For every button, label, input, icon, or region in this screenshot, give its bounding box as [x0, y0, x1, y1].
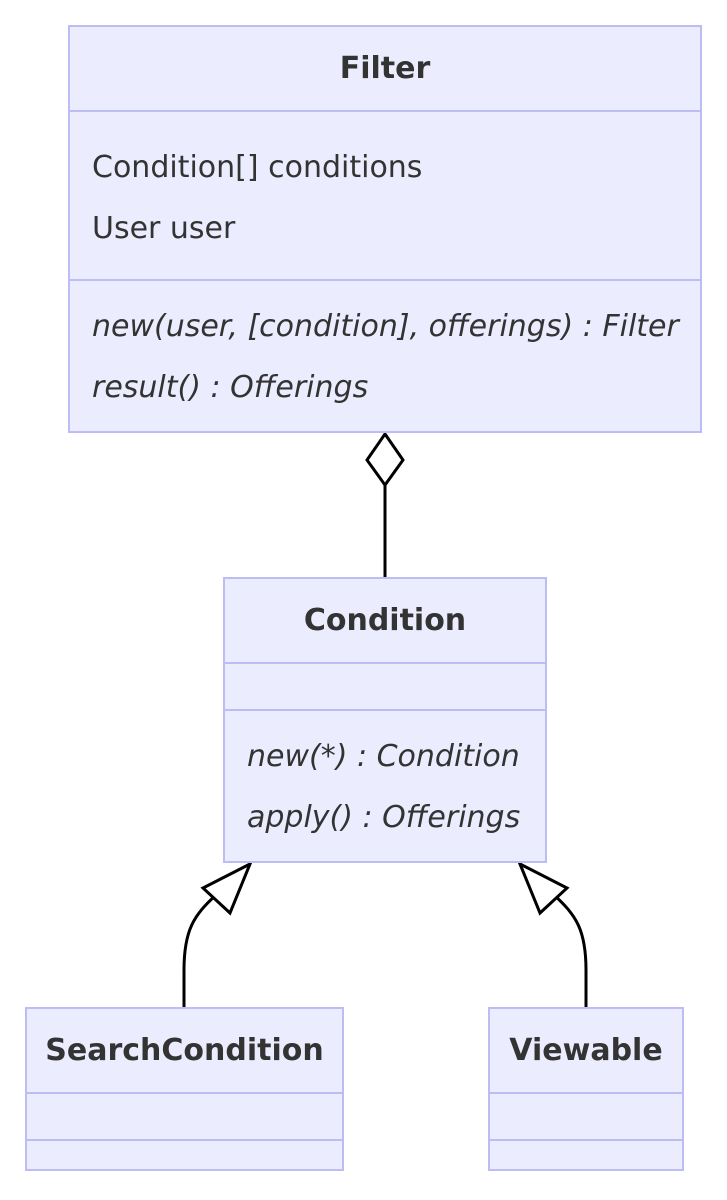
class-viewable-methods — [490, 1141, 682, 1169]
class-searchcondition[interactable]: SearchCondition — [25, 1007, 344, 1171]
class-filter-method: new(user, [condition], offerings) : Filt… — [92, 309, 679, 344]
class-viewable[interactable]: Viewable — [488, 1007, 684, 1171]
class-filter-attributes: Condition[] conditions User user — [70, 112, 700, 281]
class-filter-attribute: Condition[] conditions — [92, 150, 423, 185]
class-condition-name: Condition — [303, 603, 467, 638]
class-searchcondition-methods — [27, 1141, 342, 1169]
class-viewable-name-section: Viewable — [490, 1009, 682, 1094]
class-condition-method: new(*) : Condition — [247, 739, 520, 774]
inheritance-triangle-icon-left — [200, 860, 253, 916]
inheritance-triangle-icon-right — [517, 860, 570, 916]
class-searchcondition-name-section: SearchCondition — [27, 1009, 342, 1094]
class-filter[interactable]: Filter Condition[] conditions User user … — [68, 25, 702, 433]
class-filter-name: Filter — [339, 51, 431, 86]
class-searchcondition-name: SearchCondition — [45, 1033, 324, 1068]
inheritance-edge-searchcondition-condition — [182, 893, 218, 1007]
class-searchcondition-attributes — [27, 1094, 342, 1141]
inheritance-edge-viewable-condition — [552, 893, 588, 1007]
class-filter-attribute: User user — [92, 211, 236, 246]
class-condition-name-section: Condition — [225, 579, 545, 664]
class-condition[interactable]: Condition new(*) : Condition apply() : O… — [223, 577, 547, 863]
class-viewable-attributes — [490, 1094, 682, 1141]
class-condition-attributes — [225, 664, 545, 711]
class-filter-methods: new(user, [condition], offerings) : Filt… — [70, 281, 700, 431]
class-condition-method: apply() : Offerings — [247, 800, 521, 835]
class-viewable-name: Viewable — [509, 1033, 663, 1068]
class-condition-methods: new(*) : Condition apply() : Offerings — [225, 711, 545, 861]
aggregation-diamond-icon — [365, 431, 405, 488]
class-filter-method: result() : Offerings — [92, 370, 369, 405]
class-filter-name-section: Filter — [70, 27, 700, 112]
